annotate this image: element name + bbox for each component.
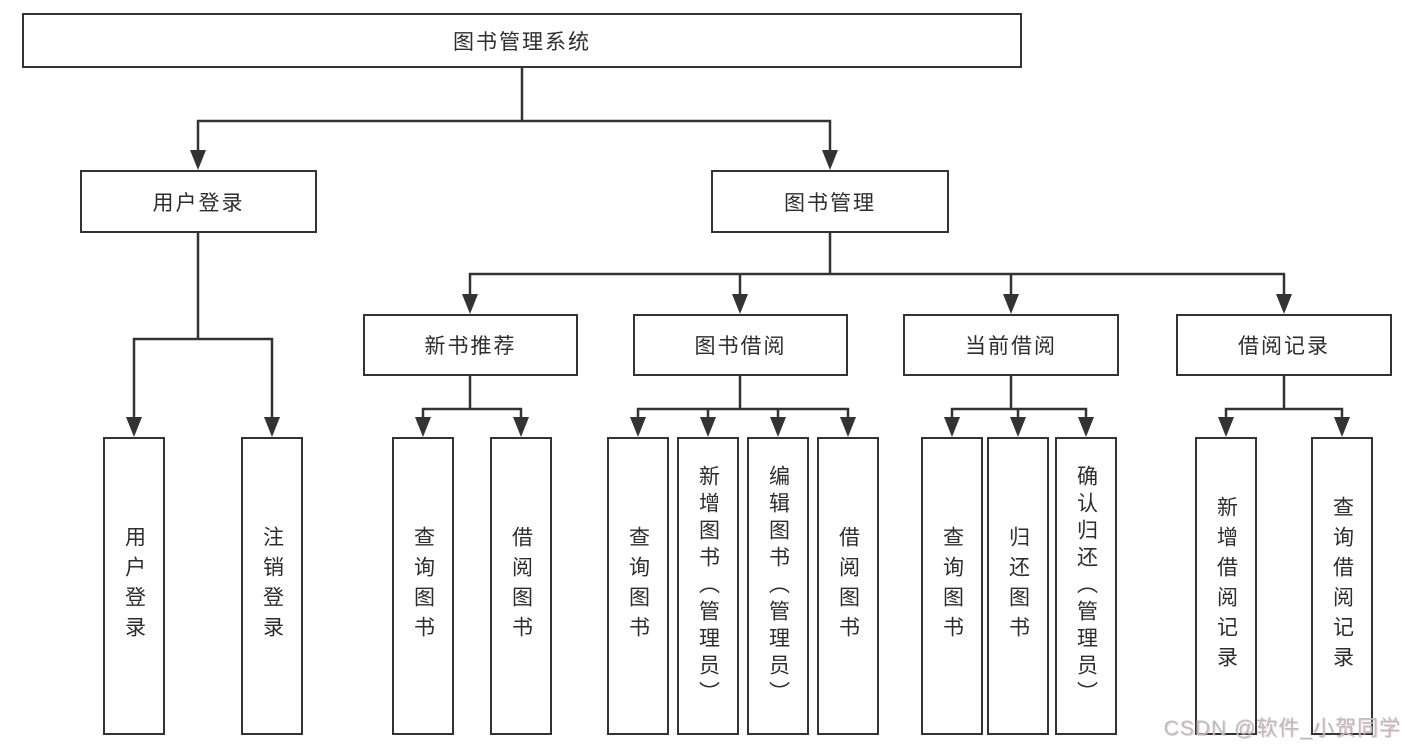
leaf-borrow-books-recommend: 借阅图书 (490, 437, 552, 735)
leaf-query-borrow-record: 查询借阅记录 (1311, 437, 1373, 735)
node-current-borrowing: 当前借阅 (903, 314, 1119, 376)
leaf-add-borrow-record: 新增借阅记录 (1195, 437, 1257, 735)
node-library-management-system: 图书管理系统 (22, 13, 1022, 68)
leaf-user-login: 用户登录 (103, 437, 165, 735)
node-book-borrowing: 图书借阅 (633, 314, 848, 376)
leaf-borrow-books: 借阅图书 (817, 437, 879, 735)
node-new-book-recommendation: 新书推荐 (363, 314, 578, 376)
leaf-query-books-recommend: 查询图书 (392, 437, 454, 735)
leaf-query-books-current: 查询图书 (921, 437, 983, 735)
leaf-return-books: 归还图书 (987, 437, 1049, 735)
node-borrowing-records: 借阅记录 (1176, 314, 1392, 376)
leaf-add-books-admin: 新增图书（管理员） (677, 437, 739, 735)
node-user-login: 用户登录 (80, 170, 317, 233)
connector-lines (132, 68, 1344, 419)
leaf-logout: 注销登录 (241, 437, 303, 735)
leaf-edit-books-admin: 编辑图书（管理员） (747, 437, 809, 735)
node-book-management: 图书管理 (711, 170, 949, 233)
leaf-confirm-return-admin: 确认归还（管理员） (1055, 437, 1117, 735)
leaf-query-books-borrow: 查询图书 (607, 437, 669, 735)
